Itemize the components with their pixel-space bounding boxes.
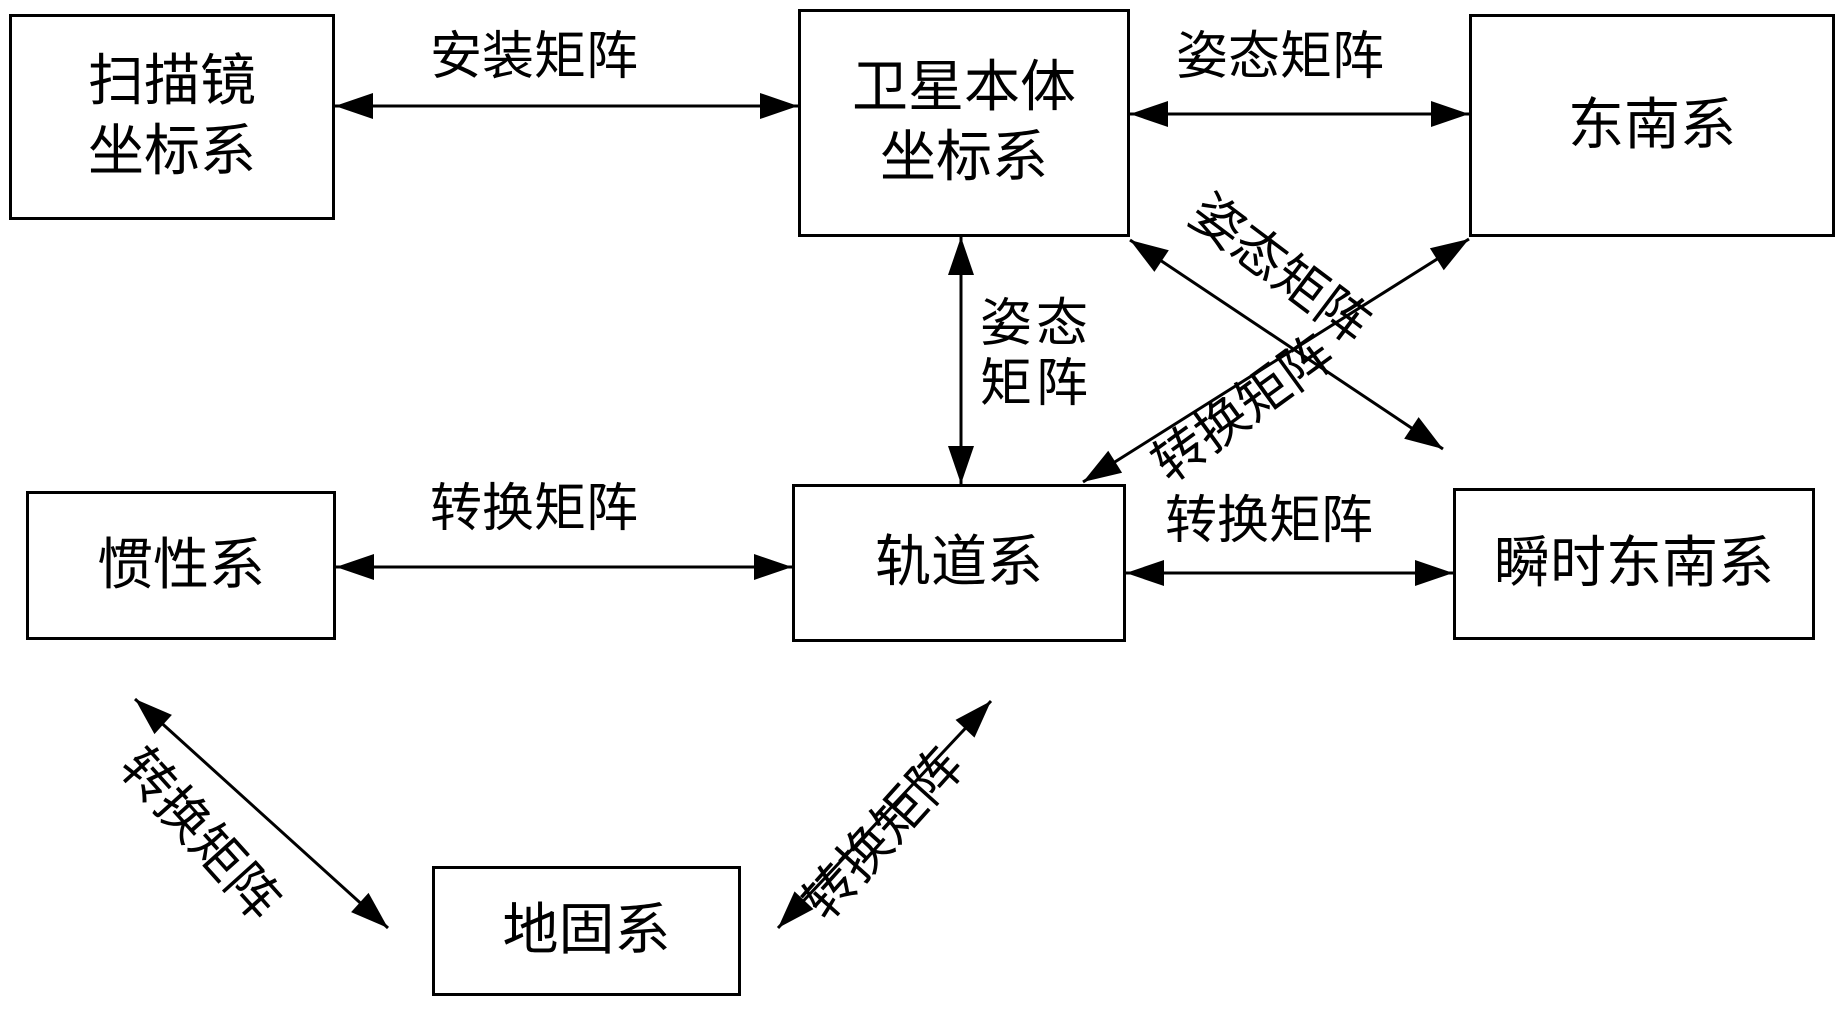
arrow-satellite-instant-southeast-head-end: [1404, 417, 1443, 449]
arrow-satellite-orbital-head-end: [948, 446, 974, 484]
edge-label-orbital-instant-southeast: 转换矩阵: [1165, 491, 1374, 551]
arrow-orbital-southeast-line: [1082, 237, 1470, 484]
edge-label-satellite-southeast: 姿态矩阵: [1176, 27, 1385, 87]
arrow-orbital-instant-southeast-head-end: [1415, 560, 1453, 586]
node-orbital: 轨道系: [792, 484, 1126, 642]
arrow-orbital-earth-head-end: [778, 891, 814, 928]
edge-label-inertial-orbital: 转换矩阵: [430, 479, 639, 539]
arrow-satellite-instant-southeast-line: [1129, 238, 1444, 451]
arrow-scan-satellite-head-start: [335, 93, 373, 119]
node-scan-mirror: 扫描镜 坐标系: [9, 14, 335, 220]
node-satellite-body: 卫星本体 坐标系: [798, 9, 1130, 237]
node-earth-fixed: 地固系: [432, 866, 741, 996]
arrow-orbital-earth-head-start: [955, 701, 991, 738]
arrow-inertial-orbital-head-end: [754, 554, 792, 580]
arrow-orbital-earth-line: [776, 699, 993, 930]
node-inertial: 惯性系: [26, 491, 336, 640]
arrow-inertial-earth-head-end: [351, 892, 388, 928]
edge-label-satellite-orbital: 姿态 矩阵: [980, 294, 1093, 414]
arrow-inertial-earth-head-start: [135, 699, 172, 735]
arrow-satellite-southeast-head-start: [1130, 101, 1168, 127]
arrow-inertial-orbital-head-start: [336, 554, 374, 580]
edge-label-scan-satellite: 安装矩阵: [430, 27, 639, 87]
arrow-scan-satellite-head-end: [760, 93, 798, 119]
arrow-inertial-earth-line: [133, 697, 390, 930]
arrow-orbital-southeast-head-end: [1429, 239, 1469, 271]
arrow-orbital-instant-southeast-head-start: [1126, 560, 1164, 586]
arrow-satellite-orbital-head-start: [948, 237, 974, 275]
arrow-satellite-southeast-head-end: [1431, 101, 1469, 127]
node-southeast: 东南系: [1469, 14, 1835, 237]
arrow-orbital-southeast-head-start: [1083, 450, 1123, 482]
arrow-satellite-instant-southeast-head-start: [1130, 240, 1169, 272]
node-instant-southeast: 瞬时东南系: [1453, 488, 1815, 640]
